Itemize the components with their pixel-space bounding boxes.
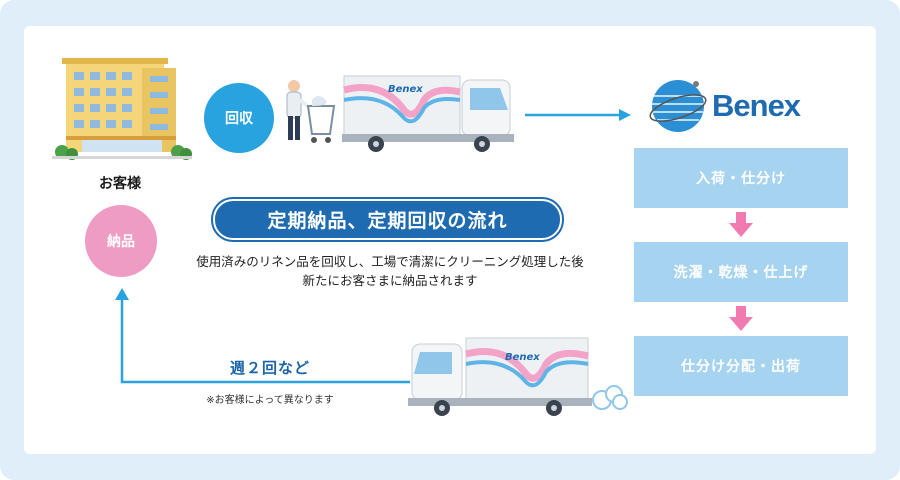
deliver-circle: 納品 xyxy=(85,205,157,277)
step-washing: 洗濯・乾燥・仕上げ xyxy=(634,242,848,302)
customer-label: お客様 xyxy=(99,176,141,192)
exhaust-cloud-icon xyxy=(592,385,628,410)
truck-top-logo: Benex xyxy=(388,84,423,95)
step-arrow-2 xyxy=(729,306,753,331)
truck-bottom-logo: Benex xyxy=(505,352,540,363)
step-shipping: 仕分け分配・出荷 xyxy=(634,336,848,396)
step-receiving: 入荷・仕分け xyxy=(634,148,848,208)
step-arrow-1 xyxy=(729,212,753,237)
building-icon xyxy=(52,58,192,160)
collect-circle: 回収 xyxy=(204,83,274,153)
flow-title: 定期納品、定期回収の流れ xyxy=(213,199,562,240)
arrow-to-customer xyxy=(115,288,410,384)
description-line-2: 新たにお客さまに納品されます xyxy=(302,273,478,288)
truck-icon xyxy=(342,75,514,152)
frequency-note: ※お客様によって異なります xyxy=(206,395,334,406)
benex-logo-icon xyxy=(649,80,707,132)
worker-with-cart-icon xyxy=(286,80,336,143)
brand-name: Benex xyxy=(712,88,801,123)
description-line-1: 使用済みのリネン品を回収し、工場で清潔にクリーニング処理した後 xyxy=(196,254,584,269)
frequency-label: 週２回など xyxy=(229,359,310,377)
truck-icon xyxy=(408,337,592,416)
arrow-to-factory xyxy=(525,109,631,121)
